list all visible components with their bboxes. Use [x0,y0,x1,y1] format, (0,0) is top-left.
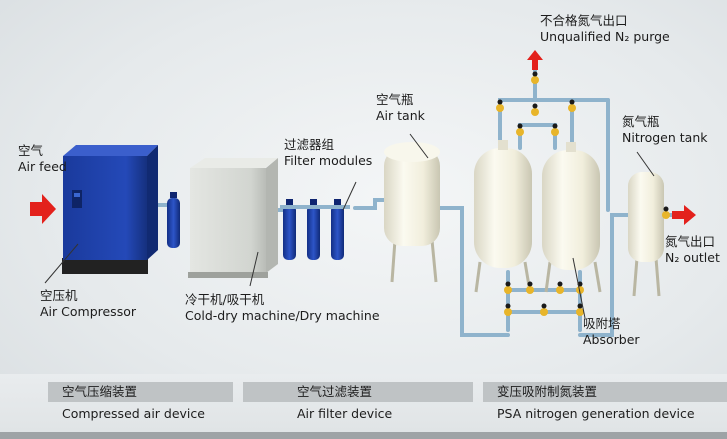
dryer-label-en: Cold-dry machine/Dry machine [185,308,380,323]
pipe-network [148,68,674,337]
valves [496,76,670,316]
n2-outlet-arrow [672,205,696,225]
absorber-label: 吸附塔 Absorber [583,316,640,348]
footer-section-cn: 空气压缩装置 [48,382,233,402]
footer-section-cn: 变压吸附制氮装置 [483,382,727,402]
air-feed-arrow [30,194,56,224]
n2-outlet-label-cn: 氮气出口 [665,234,716,249]
air-compressor-label: 空压机 Air Compressor [40,288,136,320]
air-compressor [62,145,158,274]
footer-section-cn: 空气过滤装置 [243,382,473,402]
n2-outlet-label: 氮气出口 N₂ outlet [665,234,720,266]
nitrogen-tank-label-cn: 氮气瓶 [622,114,660,129]
air-tank-label: 空气瓶 Air tank [376,92,425,124]
nitrogen-tank-label-en: Nitrogen tank [622,130,708,145]
air-tank-label-cn: 空气瓶 [376,92,414,107]
footer-section-psa: 变压吸附制氮装置 PSA nitrogen generation device [483,382,727,432]
bottom-strip [0,432,727,439]
footer-section-en: PSA nitrogen generation device [497,406,695,421]
nitrogen-tank-label: 氮气瓶 Nitrogen tank [622,114,707,146]
leader-lines [44,133,655,319]
dryer-unit [188,158,278,278]
air-feed-label: 空气 Air feed [18,143,67,175]
purge-label: 不合格氮气出口 Unqualified N₂ purge [540,13,670,45]
purge-label-en: Unqualified N₂ purge [540,29,670,44]
filter-label: 过滤器组 Filter modules [284,137,372,169]
footer-section-compressed-air: 空气压缩装置 Compressed air device [48,382,233,432]
dryer-label-cn: 冷干机/吸干机 [185,292,265,307]
purge-label-cn: 不合格氮气出口 [540,13,628,28]
air-feed-label-en: Air feed [18,159,67,174]
filter-label-cn: 过滤器组 [284,137,335,152]
air-compressor-label-en: Air Compressor [40,304,136,319]
section-footer: 空气压缩装置 Compressed air device 空气过滤装置 Air … [0,374,727,439]
nitrogen-tank [628,172,664,297]
filter-group [167,192,350,260]
air-tank-label-en: Air tank [376,108,425,123]
dryer-label: 冷干机/吸干机 Cold-dry machine/Dry machine [185,292,380,324]
footer-section-en: Air filter device [297,406,393,421]
purge-arrow [527,50,543,70]
air-compressor-label-cn: 空压机 [40,288,78,303]
absorber-label-en: Absorber [583,332,640,347]
filter-label-en: Filter modules [284,153,373,168]
absorber-towers [474,140,602,293]
air-tank [384,142,440,283]
footer-section-en: Compressed air device [62,406,205,421]
n2-outlet-label-en: N₂ outlet [665,250,720,265]
absorber-label-cn: 吸附塔 [583,316,621,331]
air-feed-label-cn: 空气 [18,143,44,158]
footer-section-air-filter: 空气过滤装置 Air filter device [243,382,473,432]
